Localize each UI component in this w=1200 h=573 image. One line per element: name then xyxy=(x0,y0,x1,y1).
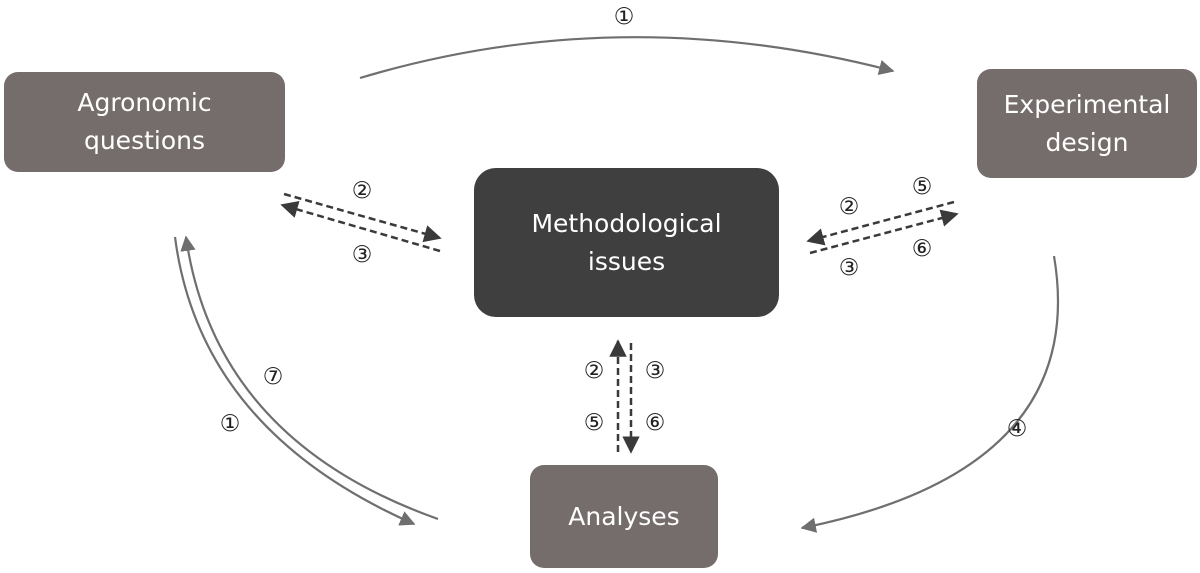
arrow-agronomic-to-analyses xyxy=(173,236,416,526)
dashed-experimental-to-methodological xyxy=(806,200,955,246)
experimental-design-line-1: Experimental xyxy=(1003,89,1171,119)
step-label-exp-meth-c: ③ xyxy=(839,255,860,281)
analyses-line-1: Analyses xyxy=(568,501,680,531)
step-label-meth-an-b: ③ xyxy=(645,358,666,384)
step-label-top-arc: ① xyxy=(614,4,635,30)
dashed-agronomic-to-methodological xyxy=(283,192,442,243)
experimental-design-line-2: design xyxy=(1045,127,1129,157)
step-label-exp-meth-b: ⑤ xyxy=(912,174,933,200)
arrow-agronomic-to-experimental xyxy=(359,36,895,80)
agronomic-questions-line-2: questions xyxy=(83,126,206,155)
dashed-methodological-to-experimental xyxy=(809,209,959,255)
methodological-issues-line-2: issues xyxy=(587,246,666,276)
step-label-ag-meth-upper: ② xyxy=(352,178,373,204)
methodological-issues-line-1: Methodological xyxy=(531,208,722,238)
arrow-analyses-to-agronomic xyxy=(180,235,439,521)
arrow-experimental-to-analyses xyxy=(800,255,1059,533)
methodological-issues-box: Methodological issues xyxy=(474,168,779,317)
step-label-meth-an-c: ⑤ xyxy=(584,410,605,436)
step-label-left-out: ① xyxy=(220,411,241,437)
dashed-methodological-to-agronomic xyxy=(280,201,441,253)
analyses-box: Analyses xyxy=(530,465,718,568)
step-label-meth-an-d: ⑥ xyxy=(645,410,666,436)
step-label-exp-meth-a: ② xyxy=(839,194,860,220)
experimental-design-box: Experimental design xyxy=(977,69,1197,178)
step-label-left-back: ⑦ xyxy=(263,364,284,390)
step-label-ag-meth-lower: ③ xyxy=(352,242,373,268)
step-label-exp-meth-d: ⑥ xyxy=(912,236,933,262)
agronomic-questions-line-1: Agronomic xyxy=(77,88,212,117)
step-label-right-arc: ④ xyxy=(1007,416,1028,442)
agronomic-questions-box: Agronomic questions xyxy=(4,72,285,172)
step-label-meth-an-a: ② xyxy=(584,358,605,384)
